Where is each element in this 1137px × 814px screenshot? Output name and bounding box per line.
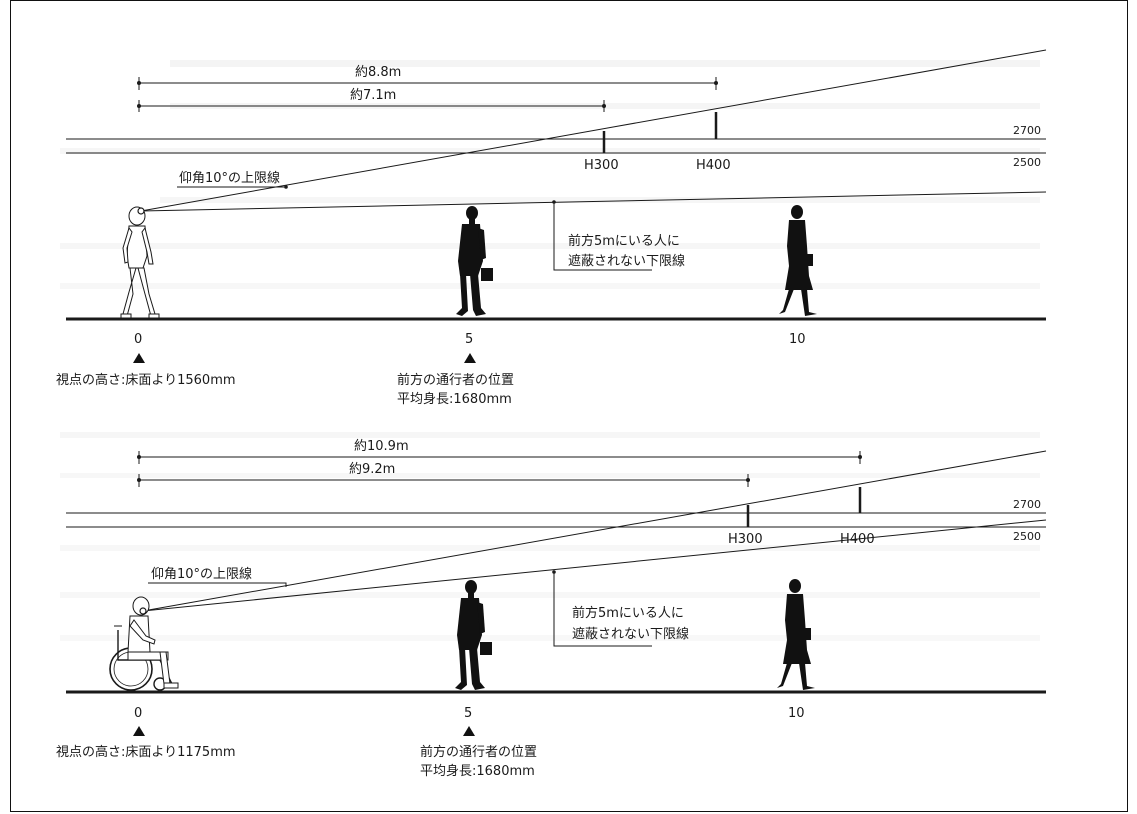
lower-limit-label-2: 遮蔽されない下限線 bbox=[572, 626, 689, 642]
upper-limit-label: 仰角10°の上限線 bbox=[179, 170, 280, 186]
axis-tick-0: 0 bbox=[134, 332, 142, 347]
lower-limit-label-2: 遮蔽されない下限線 bbox=[568, 253, 685, 269]
pedestrian-woman bbox=[779, 205, 817, 316]
panel-standing bbox=[66, 49, 1047, 363]
dimension-inner-label: 約7.1m bbox=[350, 88, 396, 103]
panel-wheelchair bbox=[66, 450, 1047, 736]
dimension-inner-label: 約9.2m bbox=[349, 462, 395, 477]
eye-height-label: 視点の高さ:床面より1560mm bbox=[56, 372, 236, 388]
axis-tick-5: 5 bbox=[464, 706, 472, 721]
upper-limit-line bbox=[142, 450, 1047, 612]
lower-limit-line bbox=[140, 191, 1047, 212]
lower-limit-label-1: 前方5mにいる人に bbox=[572, 605, 684, 621]
triangle-marker-5 bbox=[464, 353, 476, 363]
lower-limit-label-1: 前方5mにいる人に bbox=[568, 233, 680, 249]
h300-label: H300 bbox=[584, 158, 619, 173]
axis-tick-10: 10 bbox=[788, 706, 805, 721]
dimension-outer-label: 約10.9m bbox=[354, 439, 409, 454]
upper-limit-label: 仰角10°の上限線 bbox=[151, 566, 252, 582]
pedestrian-position-label: 前方の通行者の位置 bbox=[397, 372, 514, 388]
axis-tick-10: 10 bbox=[789, 332, 806, 347]
pedestrian-man bbox=[456, 206, 493, 316]
dimension-outer-label: 約8.8m bbox=[355, 65, 401, 80]
upper-limit-line bbox=[140, 49, 1047, 212]
average-height-label: 平均身長:1680mm bbox=[397, 391, 512, 407]
ceiling-2700-label: 2700 bbox=[1013, 498, 1041, 511]
triangle-marker-5 bbox=[463, 726, 475, 736]
dimension-inner bbox=[137, 100, 606, 112]
lower-limit-line bbox=[142, 519, 1047, 612]
axis-tick-5: 5 bbox=[465, 332, 473, 347]
average-height-label: 平均身長:1680mm bbox=[420, 763, 535, 779]
ceiling-2500-label: 2500 bbox=[1013, 530, 1041, 543]
h300-label: H300 bbox=[728, 532, 763, 547]
standing-figure bbox=[120, 206, 160, 319]
dimension-inner bbox=[137, 474, 750, 487]
pedestrian-position-label: 前方の通行者の位置 bbox=[420, 744, 537, 760]
dimension-outer bbox=[137, 451, 862, 464]
background-bleed bbox=[60, 60, 1040, 641]
eye-height-label: 視点の高さ:床面より1175mm bbox=[56, 744, 236, 760]
triangle-marker-0 bbox=[133, 353, 145, 363]
dimension-outer bbox=[137, 77, 718, 90]
triangle-marker-0 bbox=[133, 726, 145, 736]
ceiling-2700-label: 2700 bbox=[1013, 124, 1041, 137]
wheelchair-figure bbox=[109, 596, 179, 691]
h400-label: H400 bbox=[696, 158, 731, 173]
h400-label: H400 bbox=[840, 532, 875, 547]
axis-tick-0: 0 bbox=[134, 706, 142, 721]
ceiling-2500-label: 2500 bbox=[1013, 156, 1041, 169]
